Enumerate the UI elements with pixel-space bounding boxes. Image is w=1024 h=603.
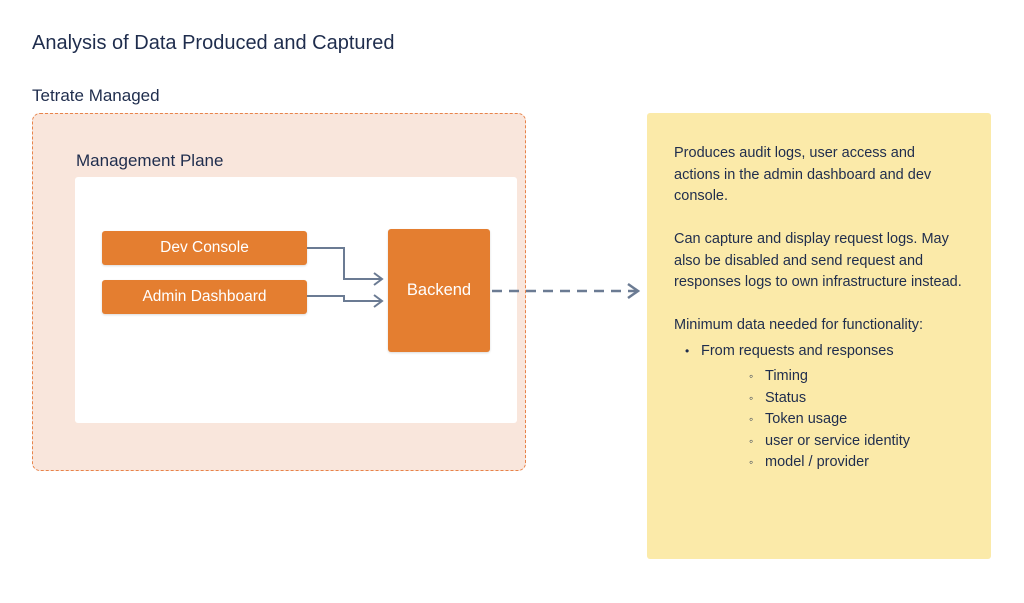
note-paragraph-minimum-data: Minimum data needed for functionality: [674, 317, 924, 333]
dev-console-node: Dev Console [102, 231, 307, 265]
bullet-requests-responses: From requests and responses [701, 342, 894, 359]
page-title: Analysis of Data Produced and Captured [32, 32, 395, 54]
tetrate-managed-label: Tetrate Managed [32, 86, 160, 105]
list-item: Timing [701, 366, 963, 388]
data-analysis-note: Produces audit logs, user access and act… [647, 113, 991, 559]
admin-dashboard-label: Admin Dashboard [142, 288, 267, 305]
admin-dashboard-node: Admin Dashboard [102, 280, 307, 314]
dev-console-label: Dev Console [160, 239, 249, 256]
management-plane-label: Management Plane [76, 151, 224, 170]
backend-label: Backend [406, 281, 472, 299]
list-item: Token usage [701, 409, 963, 431]
list-item: model / provider [701, 452, 963, 474]
list-item: From requests and responses Timing Statu… [674, 341, 963, 474]
list-item: Status [701, 388, 963, 410]
note-paragraph-audit: Produces audit logs, user access and act… [674, 145, 932, 204]
backend-node: Backend [388, 229, 490, 352]
note-bullet-list: From requests and responses Timing Statu… [674, 341, 963, 474]
backend-to-note-arrowhead [627, 282, 641, 300]
note-paragraph-request-logs: Can capture and display request logs. Ma… [674, 231, 962, 290]
list-item: user or service identity [701, 431, 963, 453]
sub-bullet-list: Timing Status Token usage user or servic… [701, 366, 963, 474]
